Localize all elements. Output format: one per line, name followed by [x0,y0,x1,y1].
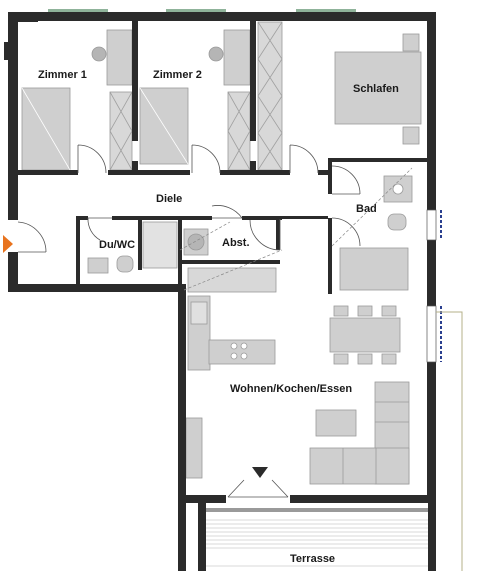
dining-chair [333,305,349,317]
walls [4,12,436,571]
dining-chair [357,353,373,365]
chair-zimmer-2 [208,46,224,62]
double-bed-schlafen [334,51,422,125]
view-triangle-icon [252,467,268,478]
nightstand-bottom [402,126,420,145]
window-zimmer-1 [48,9,108,12]
door-entrance [17,221,47,253]
door-abst [211,205,243,219]
chair-zimmer-1 [91,46,107,62]
dining-chair [381,305,397,317]
label-zimmer-2: Zimmer 2 [153,69,202,81]
kitchen-wall-unit [185,417,203,479]
label-schlafen: Schlafen [353,83,399,95]
desk-zimmer-1 [106,29,133,86]
wardrobe-schlafen [257,21,283,171]
entrance-wall-block [4,42,16,60]
door-zimmer-1 [77,144,107,174]
storage-shelf [187,267,277,293]
door-terrace-left [227,479,258,498]
windows [48,9,356,12]
toilet-duwc [116,255,134,273]
window-zimmer-2 [166,9,226,12]
shower-duwc [142,221,178,269]
door-duwc [87,217,112,241]
entrance-arrow-icon [3,235,13,253]
wardrobe-zimmer-1 [109,91,133,171]
furniture [21,21,422,485]
doors [17,144,361,498]
room-labels: Zimmer 1 Zimmer 2 Schlafen Diele Bad Du/… [38,69,399,565]
window-schlafen [296,9,356,12]
wardrobe-zimmer-2 [227,91,251,171]
nightstand-top [402,33,420,52]
door-zimmer-2 [191,144,221,174]
sofa-seat [309,447,410,485]
desk-zimmer-2 [223,29,251,86]
bathtub-bad [339,247,409,291]
label-wohnen: Wohnen/Kochen/Essen [230,383,352,395]
label-terrasse: Terrasse [290,553,335,565]
dining-chair [357,305,373,317]
label-zimmer-1: Zimmer 1 [38,69,87,81]
label-diele: Diele [156,193,182,205]
terrace-railing-line [436,311,463,571]
dining-chair [381,353,397,365]
door-wohnen [249,219,281,251]
label-duwc: Du/WC [99,239,135,251]
door-bad [331,165,361,195]
dining-table [329,317,401,353]
terrace [186,311,463,571]
label-bad: Bad [356,203,377,215]
door-bad-lower [331,217,361,247]
label-abst: Abst. [222,237,250,249]
coffee-table [315,409,357,437]
kitchen-sink [190,301,208,325]
sink-duwc [87,257,109,274]
dashed-lines [179,167,413,291]
dining-chair [333,353,349,365]
toilet-bad [387,213,407,231]
door-schlafen [289,144,319,174]
door-terrace-right [258,479,289,498]
